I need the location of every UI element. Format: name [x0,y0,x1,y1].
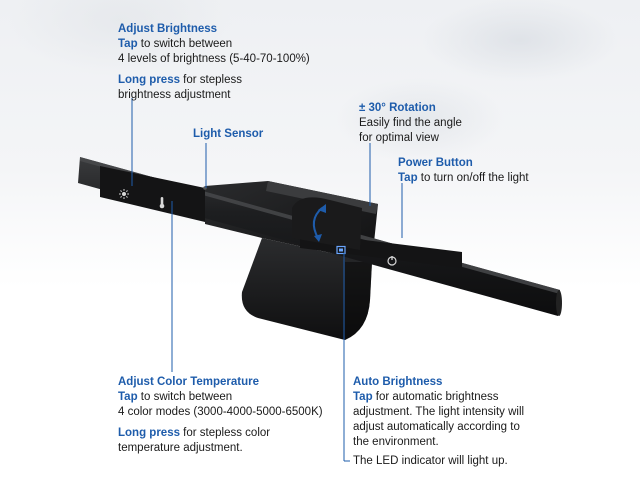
background-blur [0,0,640,190]
power-icon [387,256,397,266]
callout-power-button: Power Button Tap to turn on/off the ligh… [398,157,529,184]
led-indicator-note: The LED indicator will light up. [353,455,508,467]
clamp-foot [241,238,372,340]
auto-brightness-heading: Auto Brightness [353,376,443,388]
rotation-joint [292,197,362,250]
light-sensor-heading: Light Sensor [193,128,264,140]
callout-light-sensor: Light Sensor [193,127,263,142]
auto-brightness-icon [336,245,346,255]
thermometer-icon [159,197,165,209]
brightness-levels-text: 4 levels of brightness (5-40-70-100%) [118,53,310,65]
color-temperature-heading: Adjust Color Temperature [118,376,259,388]
tap-label: Tap [118,38,138,50]
callout-auto-brightness: Auto Brightness Tap for automatic bright… [353,376,525,448]
control-panel [100,166,205,222]
callout-adjust-color-temperature: Adjust Color Temperature Tap to switch b… [118,376,323,454]
rotation-arrow-icon [312,204,326,242]
rotation-heading: ± 30° Rotation [359,102,436,114]
color-modes-text: 4 color modes (3000-4000-5000-6500K) [118,406,323,418]
long-press-label: Long press [118,74,180,86]
clamp-foot-shade [345,262,372,340]
adjust-brightness-heading: Adjust Brightness [118,23,218,35]
callout-rotation: ± 30° Rotation Easily find the angle for… [359,102,462,144]
callout-adjust-brightness: Adjust Brightness Tap to switch between … [118,23,310,101]
power-button-heading: Power Button [398,157,473,169]
sun-icon [119,189,129,199]
